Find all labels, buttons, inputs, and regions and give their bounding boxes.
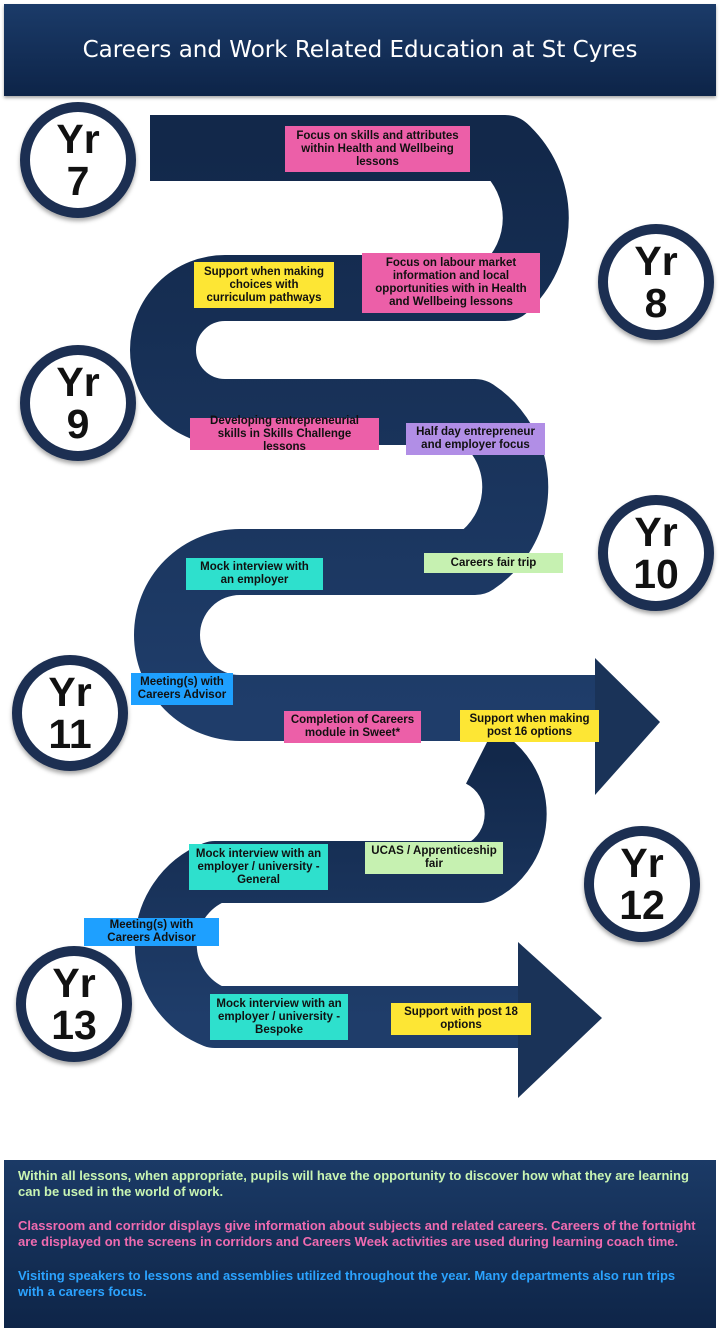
year-badge-number: 12: [619, 882, 665, 928]
activity-label: Meeting(s) with Careers Advisor: [131, 673, 233, 705]
year-badge-label: Yr: [56, 359, 100, 405]
year-badge-9: Yr 9: [20, 345, 136, 461]
activity-label: Support with post 18 options: [391, 1003, 531, 1035]
activity-label: Developing entrepreneurial skills in Ski…: [190, 415, 379, 453]
activity-label: Focus on labour market information and l…: [362, 253, 540, 313]
activity-label: Support when making choices with curricu…: [194, 262, 334, 308]
activity-label: Support when making post 16 options: [460, 710, 599, 742]
year-badge-label: Yr: [56, 116, 100, 162]
activity-label: Half day entrepreneur and employer focus: [406, 423, 545, 455]
activity-label: Meeting(s) with Careers Advisor: [84, 918, 219, 946]
road-arrowhead-lower: [518, 942, 602, 1098]
footer-info-panel: Within all lessons, when appropriate, pu…: [4, 1160, 716, 1328]
year-badge-label: Yr: [48, 669, 92, 715]
year-badge-label: Yr: [52, 960, 96, 1006]
page-title: Careers and Work Related Education at St…: [82, 37, 638, 63]
year-badge-13: Yr 13: [16, 946, 132, 1062]
activity-label: Mock interview with an employer: [186, 558, 323, 590]
year-badge-number: 9: [66, 401, 90, 447]
activity-label: UCAS / Apprenticeship fair: [365, 842, 503, 874]
year-badge-number: 11: [48, 711, 92, 757]
year-badge-number: 13: [51, 1002, 97, 1048]
footer-paragraph-displays: Classroom and corridor displays give inf…: [18, 1218, 696, 1249]
activity-label: Mock interview with an employer / univer…: [189, 844, 328, 890]
year-badge-number: 8: [644, 280, 668, 326]
year-badge-number: 7: [66, 158, 90, 204]
title-banner: Careers and Work Related Education at St…: [4, 4, 716, 96]
activity-label: Focus on skills and attributes within He…: [285, 126, 470, 172]
road-arrowhead-upper: [595, 658, 660, 795]
footer-paragraph-speakers: Visiting speakers to lessons and assembl…: [18, 1268, 676, 1299]
activity-label: Careers fair trip: [424, 553, 563, 573]
year-badge-label: Yr: [620, 840, 664, 886]
year-badge-8: Yr 8: [598, 224, 714, 340]
year-badge-12: Yr 12: [584, 826, 700, 942]
activity-label: Completion of Careers module in Sweet*: [284, 711, 421, 743]
footer-paragraph-lessons: Within all lessons, when appropriate, pu…: [18, 1168, 689, 1199]
year-badge-number: 10: [633, 551, 679, 597]
year-badge-label: Yr: [634, 509, 678, 555]
year-badge-7: Yr 7: [20, 102, 136, 218]
year-badge-label: Yr: [634, 238, 678, 284]
year-badge-11: Yr 11: [12, 655, 128, 771]
activity-label: Mock interview with an employer / univer…: [210, 994, 348, 1040]
year-badge-10: Yr 10: [598, 495, 714, 611]
